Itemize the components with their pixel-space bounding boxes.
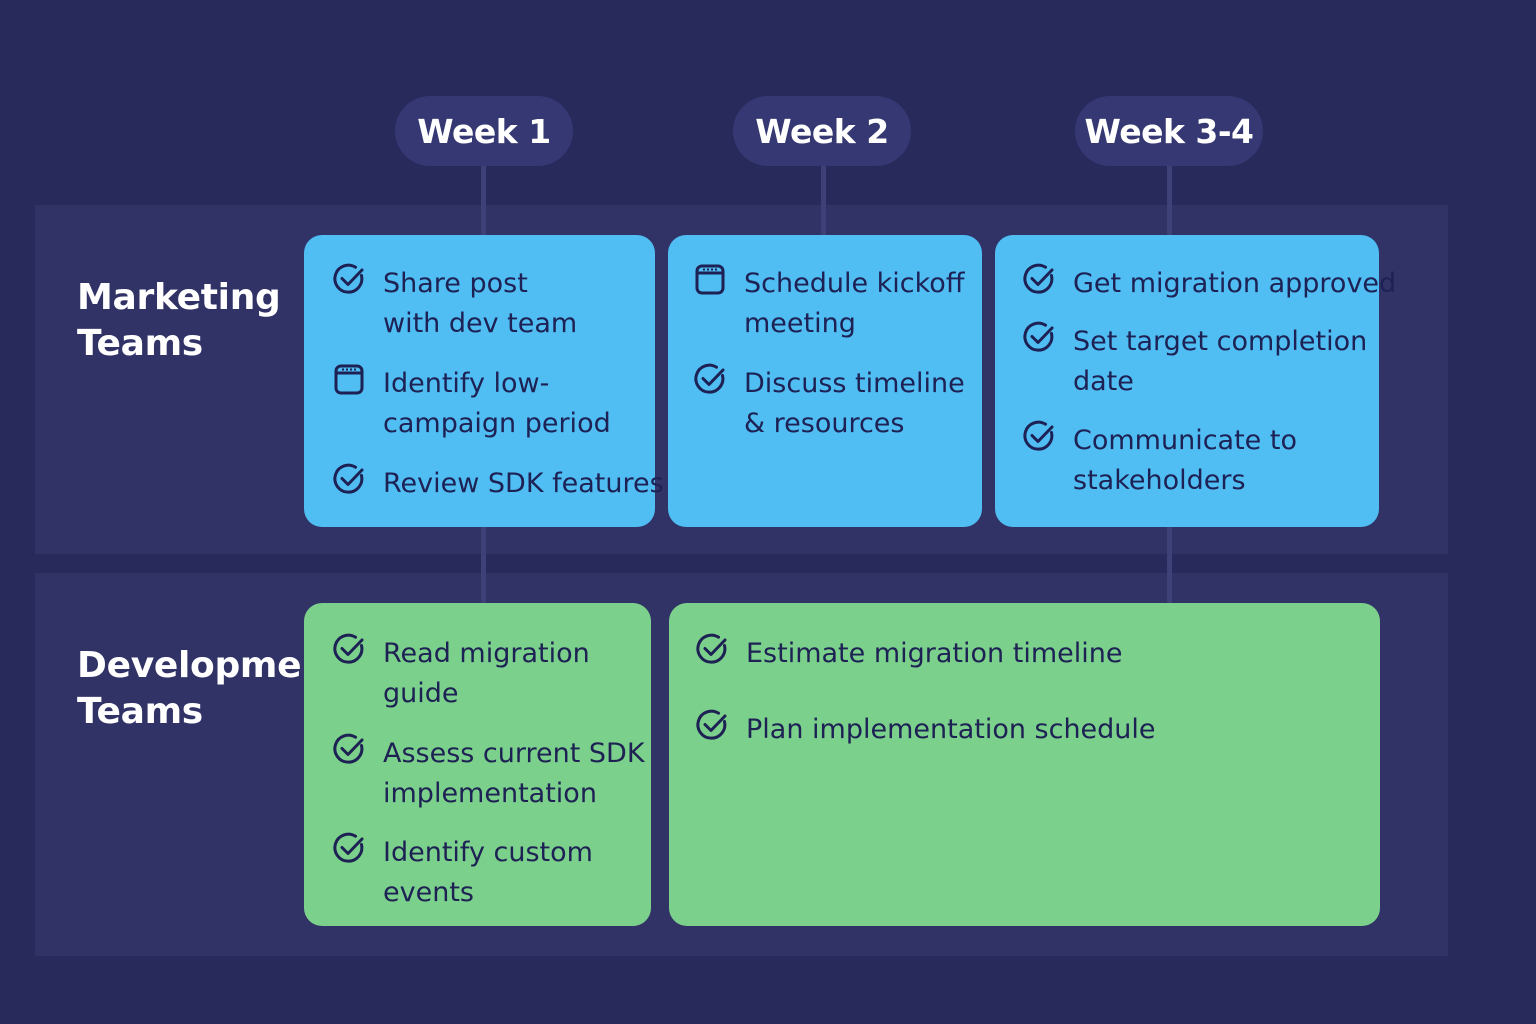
check-circle-icon xyxy=(692,361,728,397)
connector-week2-top xyxy=(821,166,826,236)
task-text-line: Identify custom xyxy=(383,837,593,868)
task-item: Share post with dev team xyxy=(331,261,577,344)
task-text: Communicate to stakeholders xyxy=(1073,421,1297,501)
task-text-line: events xyxy=(383,877,474,908)
task-text-line: Set target completion xyxy=(1073,326,1368,357)
connector-week3-top xyxy=(1167,166,1172,236)
week-2-pill: Week 2 xyxy=(733,96,911,166)
task-text: Schedule kickoff meeting xyxy=(744,264,964,344)
development-lane-label: Development Teams xyxy=(77,643,344,735)
task-item: Identify custom events xyxy=(331,830,593,913)
check-circle-icon xyxy=(694,631,730,667)
task-text: Review SDK features xyxy=(383,464,664,504)
task-item: Schedule kickoff meeting xyxy=(692,264,964,344)
task-text: Get migration approved xyxy=(1073,264,1396,304)
task-text-line: guide xyxy=(383,678,459,709)
task-text: Identify low-campaign period xyxy=(383,364,611,444)
task-text-line: Schedule kickoff xyxy=(744,268,965,299)
lane-label-line: Marketing xyxy=(77,277,281,318)
connector-week3-mid xyxy=(1167,527,1172,604)
task-item: Read migration guide xyxy=(331,631,590,714)
task-item: Get migration approved xyxy=(1021,261,1396,304)
task-text-line: date xyxy=(1073,366,1134,397)
task-text: Estimate migration timeline xyxy=(746,634,1122,674)
task-text-line: Share post xyxy=(383,268,528,299)
task-text: Share post with dev team xyxy=(383,264,577,344)
week-1-pill: Week 1 xyxy=(395,96,573,166)
calendar-icon xyxy=(331,361,367,397)
check-circle-icon xyxy=(694,707,730,743)
task-text-line: Plan implementation schedule xyxy=(746,714,1156,745)
task-text-line: Estimate migration timeline xyxy=(746,638,1123,669)
connector-week1-top xyxy=(481,166,486,236)
lane-label-line: Teams xyxy=(77,691,203,732)
task-item: Set target completion date xyxy=(1021,319,1367,402)
task-item: Assess current SDK implementation xyxy=(331,731,645,814)
task-text-line: Review SDK features xyxy=(383,468,664,499)
check-circle-icon xyxy=(1021,261,1057,297)
task-text-line: implementation xyxy=(383,778,597,809)
lane-label-line: Teams xyxy=(77,323,203,364)
task-text-line: meeting xyxy=(744,308,856,339)
check-circle-icon xyxy=(331,631,367,667)
task-item: Communicate to stakeholders xyxy=(1021,418,1297,501)
task-text-line: Communicate to xyxy=(1073,425,1297,456)
task-text-line: Assess current SDK xyxy=(383,738,645,769)
task-text: Discuss timeline & resources xyxy=(744,364,965,444)
task-text-line: with dev team xyxy=(383,308,578,339)
task-text: Assess current SDK implementation xyxy=(383,734,645,814)
marketing-lane-label: Marketing Teams xyxy=(77,275,281,367)
check-circle-icon xyxy=(1021,319,1057,355)
task-item: Estimate migration timeline xyxy=(694,631,1122,674)
task-item: Review SDK features xyxy=(331,461,664,504)
check-circle-icon xyxy=(331,261,367,297)
connector-week1-mid xyxy=(481,527,486,604)
task-item: Discuss timeline & resources xyxy=(692,361,965,444)
check-circle-icon xyxy=(331,731,367,767)
task-text: Plan implementation schedule xyxy=(746,710,1156,750)
task-text-line: & resources xyxy=(744,408,905,439)
check-circle-icon xyxy=(331,830,367,866)
lane-label-line: Development xyxy=(77,645,344,686)
task-text-line: campaign period xyxy=(383,408,611,439)
task-text-line: Discuss timeline xyxy=(744,368,965,399)
check-circle-icon xyxy=(331,461,367,497)
task-text-line: Read migration xyxy=(383,638,590,669)
week-3-4-pill: Week 3-4 xyxy=(1075,96,1263,166)
task-text-line: stakeholders xyxy=(1073,465,1246,496)
task-text-line: Get migration approved xyxy=(1073,268,1397,299)
task-text: Read migration guide xyxy=(383,634,590,714)
task-item: Plan implementation schedule xyxy=(694,707,1156,750)
task-text-line: Identify low- xyxy=(383,368,550,399)
task-text: Set target completion date xyxy=(1073,322,1367,402)
task-text: Identify custom events xyxy=(383,833,593,913)
check-circle-icon xyxy=(1021,418,1057,454)
task-item: Identify low-campaign period xyxy=(331,364,611,444)
calendar-icon xyxy=(692,261,728,297)
